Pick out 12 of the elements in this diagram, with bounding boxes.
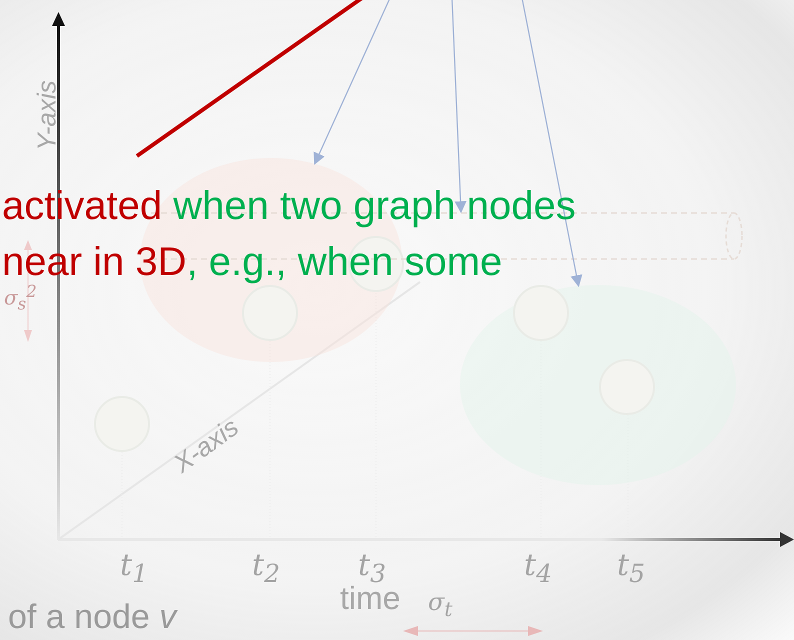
- caption-text: of a node v: [8, 598, 176, 637]
- math-label: t$_{1}$: [120, 548, 148, 588]
- arrow: [521, 0, 582, 288]
- axis-label: Y-axis: [32, 80, 63, 151]
- math-label: t$_{4}$: [524, 548, 552, 588]
- math-label: t$_{5}$: [617, 548, 645, 588]
- math-label: σ$_{t}$: [428, 588, 452, 621]
- math-label: t$_{2}$: [252, 548, 280, 588]
- math-label: t$_{3}$: [358, 548, 386, 588]
- leader-line: [136, 0, 364, 158]
- arrow: [451, 0, 467, 214]
- arrow: [314, 0, 391, 165]
